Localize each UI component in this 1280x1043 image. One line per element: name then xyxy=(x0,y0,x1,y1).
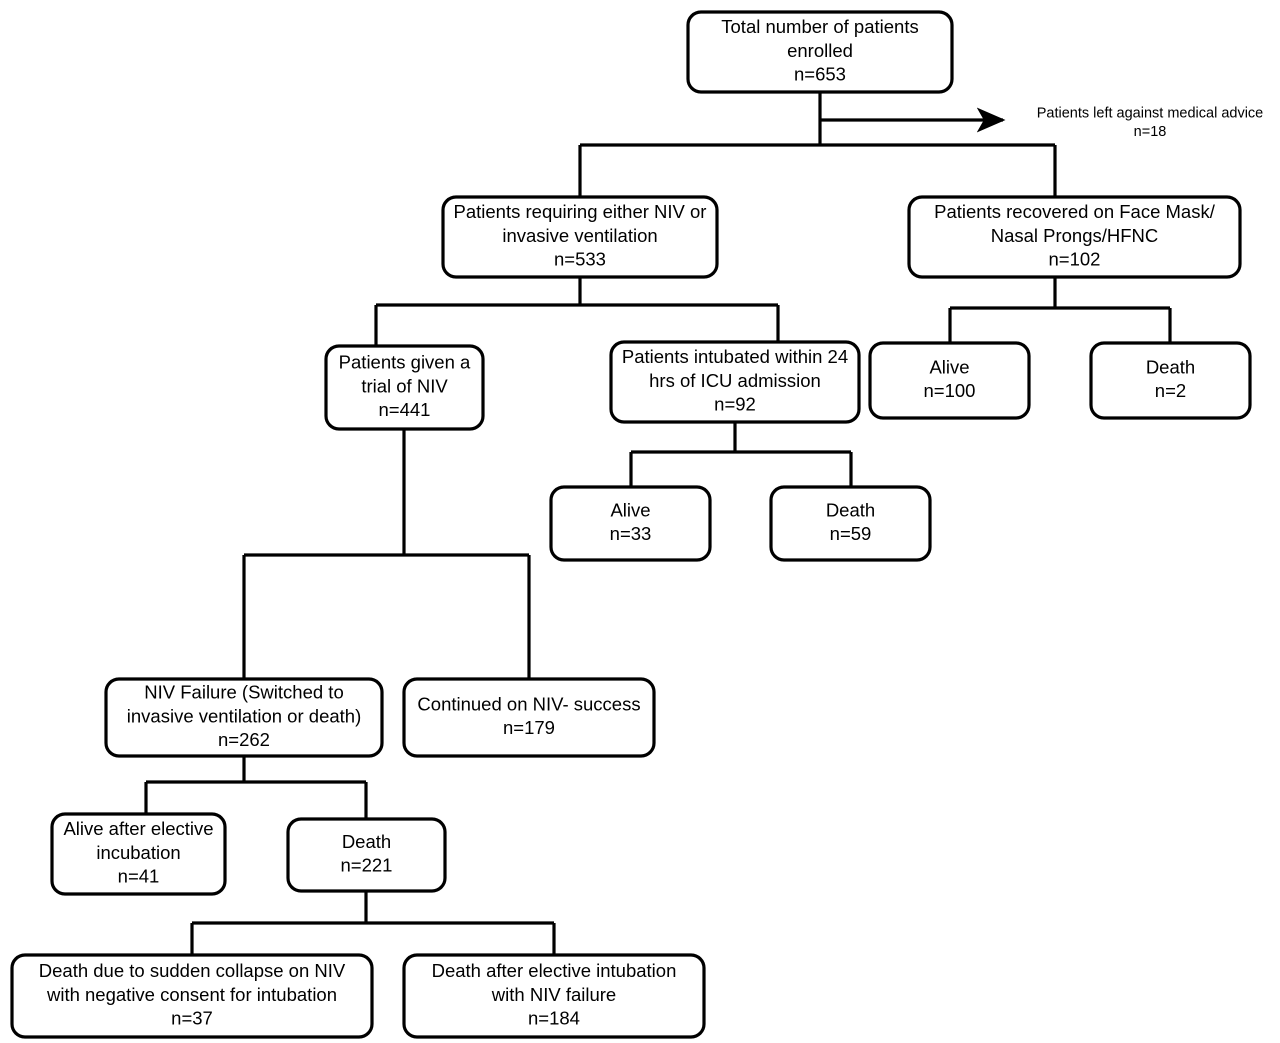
node-label-death-after-elective-line-0: Death after elective intubation xyxy=(432,960,677,981)
node-box-recovered-mask xyxy=(907,195,1242,279)
node-label-trial-niv-line-2: n=441 xyxy=(379,399,431,420)
node-box-alive-elective xyxy=(50,812,227,896)
flow-node-niv-or-invasive[interactable]: Patients requiring either NIV or invasive… xyxy=(441,195,719,279)
node-box-death-intubated xyxy=(769,485,932,562)
flow-node-left-ama[interactable]: Patients left against medical advice n=18 xyxy=(1037,106,1264,141)
node-box-intubated-24 xyxy=(609,340,861,424)
node-box-niv-success xyxy=(402,677,656,758)
node-box-trial-niv xyxy=(324,344,485,431)
node-box-alive-intubated xyxy=(549,485,712,562)
node-label-alive-intubated-line-1: n=33 xyxy=(610,523,652,544)
node-label-death-sudden-line-1: with negative consent for intubation xyxy=(46,984,337,1005)
node-label-intubated-24-line-0: Patients intubated within 24 xyxy=(622,346,848,367)
node-label-niv-success-line-0: Continued on NIV- success xyxy=(417,694,640,715)
flow-node-enrolled[interactable]: Total number of patients enrolled n=653 xyxy=(686,10,954,94)
node-box-alive-mask xyxy=(868,341,1031,420)
node-label-left-ama-line-1: n=18 xyxy=(1134,124,1167,140)
node-label-recovered-mask-line-1: Nasal Prongs/HFNC xyxy=(991,225,1159,246)
node-label-death-sudden-line-0: Death due to sudden collapse on NIV xyxy=(39,960,346,981)
node-box-niv-or-invasive xyxy=(441,195,719,279)
node-label-niv-or-invasive-line-0: Patients requiring either NIV or xyxy=(454,201,707,222)
node-label-niv-or-invasive-line-2: n=533 xyxy=(554,249,606,270)
flow-node-death-sudden[interactable]: Death due to sudden collapse on NIV with … xyxy=(10,953,374,1039)
node-label-left-ama-line-0: Patients left against medical advice xyxy=(1037,106,1264,122)
node-label-niv-failure-line-1: invasive ventilation or death) xyxy=(127,705,361,726)
flow-node-alive-elective[interactable]: Alive after elective incubation n=41 xyxy=(50,812,227,896)
node-label-alive-elective-line-0: Alive after elective xyxy=(63,818,213,839)
node-label-death-mask-line-1: n=2 xyxy=(1155,380,1186,401)
node-label-alive-mask-line-1: n=100 xyxy=(924,380,976,401)
node-label-death-after-elective-line-1: with NIV failure xyxy=(491,984,616,1005)
node-label-trial-niv-line-1: trial of NIV xyxy=(361,375,448,396)
node-label-niv-success-line-1: n=179 xyxy=(503,717,555,738)
node-label-death-after-elective-line-2: n=184 xyxy=(528,1008,580,1029)
node-label-intubated-24-line-2: n=92 xyxy=(714,394,756,415)
node-label-death-intubated-line-0: Death xyxy=(826,500,875,521)
flow-node-recovered-mask[interactable]: Patients recovered on Face Mask/Nasal Pr… xyxy=(907,195,1242,279)
node-label-enrolled-line-2: n=653 xyxy=(794,64,846,85)
node-label-death-mask-line-0: Death xyxy=(1146,357,1195,378)
flow-node-death-after-elective[interactable]: Death after elective intubation with NIV … xyxy=(402,953,706,1039)
node-label-alive-mask-line-0: Alive xyxy=(929,357,969,378)
node-label-enrolled-line-0: Total number of patients xyxy=(721,16,918,37)
node-box-death-after-elective xyxy=(402,953,706,1039)
node-label-intubated-24-line-1: hrs of ICU admission xyxy=(649,370,821,391)
node-label-death-221-line-1: n=221 xyxy=(341,855,393,876)
node-label-death-intubated-line-1: n=59 xyxy=(830,523,872,544)
node-box-death-mask xyxy=(1089,341,1252,420)
node-label-niv-failure-line-0: NIV Failure (Switched to xyxy=(144,682,343,703)
node-label-alive-intubated-line-0: Alive xyxy=(610,500,650,521)
node-label-niv-failure-line-2: n=262 xyxy=(218,729,270,750)
node-layer: Total number of patients enrolled n=653Pat… xyxy=(10,10,1264,1039)
flow-node-death-221[interactable]: Death n=221 xyxy=(286,817,447,893)
node-label-niv-or-invasive-line-1: invasive ventilation xyxy=(502,225,657,246)
node-label-enrolled-line-1: enrolled xyxy=(787,40,853,61)
node-box-death-sudden xyxy=(10,953,374,1039)
node-label-recovered-mask-line-0: Patients recovered on Face Mask/ xyxy=(934,201,1216,222)
flow-node-intubated-24[interactable]: Patients intubated within 24 hrs of ICU a… xyxy=(609,340,861,424)
connector-layer xyxy=(144,92,1172,955)
node-box-death-221 xyxy=(286,817,447,893)
node-box-enrolled xyxy=(686,10,954,94)
node-box-niv-failure xyxy=(104,677,384,758)
node-label-trial-niv-line-0: Patients given a xyxy=(339,352,471,373)
node-label-alive-elective-line-1: incubation xyxy=(96,842,180,863)
node-label-death-sudden-line-2: n=37 xyxy=(171,1008,213,1029)
node-label-recovered-mask-line-2: n=102 xyxy=(1049,249,1101,270)
node-label-alive-elective-line-2: n=41 xyxy=(118,866,160,887)
node-label-death-221-line-0: Death xyxy=(342,831,391,852)
